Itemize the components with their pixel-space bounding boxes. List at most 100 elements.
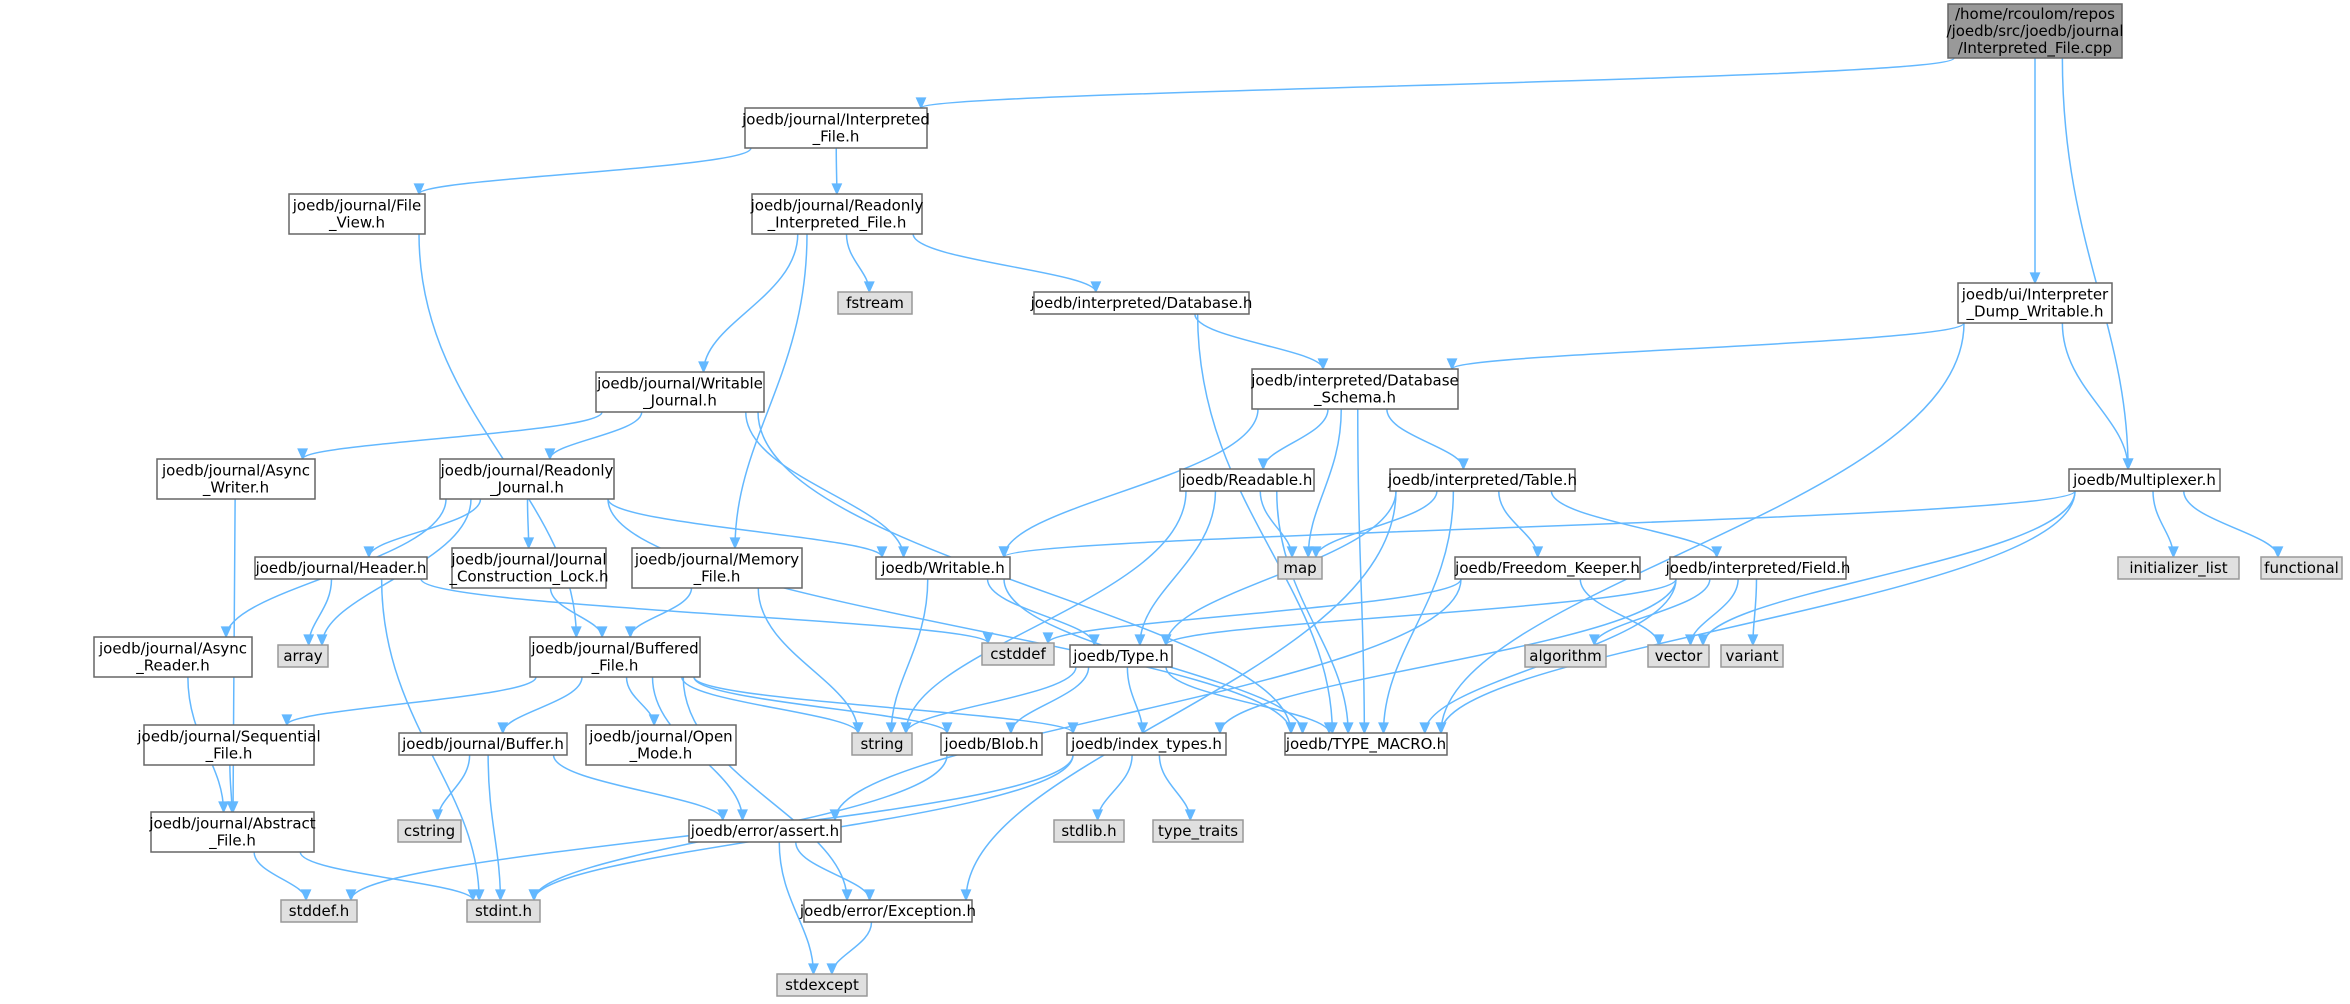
graph-node-writable[interactable]: joedb/Writable.h (875, 556, 1011, 580)
edge-j_ro_interp-to-i_database (912, 233, 1097, 293)
graph-node-j-buffer[interactable]: joedb/journal/Buffer.h (398, 732, 568, 756)
graph-node-j-async-r[interactable]: joedb/journal/Async_Reader.h (93, 636, 253, 678)
graph-node-j-sequential[interactable]: joedb/journal/Sequential_File.h (136, 724, 321, 766)
edge-multiplexer-to-vector (1702, 490, 2076, 646)
node-box (688, 819, 842, 843)
graph-node-assert[interactable]: joedb/error/assert.h (688, 819, 842, 843)
node-label-line: string (860, 735, 903, 753)
edge-i_field-to-index_types (1219, 578, 1677, 734)
graph-node-j-header[interactable]: joedb/journal/Header.h (254, 556, 428, 580)
node-box (451, 547, 607, 589)
edge-arrowhead (941, 722, 953, 735)
node-label-line: algorithm (1529, 647, 1601, 665)
edge-arrowhead (1134, 634, 1146, 647)
graph-node-exception[interactable]: joedb/error/Exception.h (799, 899, 976, 923)
graph-node-j-writable[interactable]: joedb/journal/Writable_Journal.h (595, 371, 765, 413)
graph-node-type[interactable]: joedb/Type.h (1069, 644, 1173, 668)
graph-node-ui-dump[interactable]: joedb/ui/Interpreter_Dump_Writable.h (1957, 282, 2113, 324)
edge-j_buffered-to-index_types (693, 676, 1074, 734)
node-label-line: joedb/journal/Buffered (530, 639, 698, 657)
node-box (277, 644, 329, 668)
node-box (2068, 468, 2221, 492)
edge-i_dbschema-to-i_table (1386, 408, 1465, 470)
graph-node-cstddef: cstddef (981, 642, 1055, 666)
edge-arrowhead (1532, 546, 1544, 559)
graph-node-stdint: stdint.h (466, 899, 541, 923)
node-label-line: joedb/journal/File (292, 196, 421, 214)
edge-j_buffer-to-assert (552, 754, 724, 821)
node-box (1152, 819, 1244, 843)
node-box (751, 193, 923, 235)
edge-arrowhead (1711, 546, 1723, 559)
node-label-line: joedb/TYPE_MACRO.h (1285, 735, 1446, 754)
edge-arrowhead (1435, 722, 1447, 735)
graph-node-j-open[interactable]: joedb/journal/Open_Mode.h (585, 724, 737, 766)
graph-node-string: string (851, 732, 913, 756)
edge-root-to-j_interp (920, 57, 1955, 109)
edge-arrowhead (226, 801, 238, 814)
edge-freedom-to-assert (834, 578, 1462, 821)
graph-node-j-ro-interp[interactable]: joedb/journal/Readonly_Interpreted_File.… (750, 193, 924, 235)
graph-node-i-dbschema[interactable]: joedb/interpreted/Database_Schema.h (1250, 368, 1459, 410)
edge-arrowhead (1090, 281, 1102, 294)
node-box (1957, 282, 2113, 324)
node-box (398, 732, 568, 756)
edge-freedom-to-cstddef (1047, 578, 1462, 644)
graph-node-i-table[interactable]: joedb/interpreted/Table.h (1387, 468, 1577, 492)
graph-node-root: /home/rcoulom/repos/joedb/src/joedb/jour… (1947, 3, 2123, 59)
node-label-line: _View.h (328, 213, 385, 232)
edge-ui_dump-to-i_dbschema (1451, 322, 1965, 370)
edge-arrowhead (316, 634, 328, 647)
edge-arrowhead (885, 722, 897, 735)
graph-node-j-interp[interactable]: joedb/journal/Interpreted_File.h (741, 107, 930, 149)
edge-j_ro_journal-to-j_header (368, 498, 482, 558)
node-label-line: _File.h (812, 127, 860, 146)
edge-arrowhead (497, 722, 509, 735)
node-label-line: _Schema.h (1313, 388, 1396, 407)
edge-j_interp-to-j_fileview (418, 147, 752, 195)
graph-node-j-memory[interactable]: joedb/journal/Memory_File.h (631, 547, 803, 589)
node-label-line: joedb/journal/Abstract (148, 814, 315, 832)
edge-type-to-type_macro (1165, 666, 1330, 734)
graph-node-freedom[interactable]: joedb/Freedom_Keeper.h (1454, 556, 1641, 580)
graph-node-j-jcl[interactable]: joedb/journal/Journal_Construction_Lock.… (449, 547, 609, 589)
node-label-line: type_traits (1158, 822, 1238, 841)
edge-j_ro_journal-to-writable (607, 498, 883, 558)
node-box (803, 899, 973, 923)
edge-arrowhead (300, 889, 312, 902)
graph-node-vector: vector (1647, 644, 1710, 668)
node-box (631, 547, 803, 589)
node-label-line: array (283, 647, 322, 665)
node-box (397, 819, 462, 843)
graph-node-j-fileview[interactable]: joedb/journal/File_View.h (288, 193, 426, 235)
graph-node-j-ro-journal[interactable]: joedb/journal/Readonly_Journal.h (439, 458, 615, 500)
graph-node-multiplexer[interactable]: joedb/Multiplexer.h (2068, 468, 2221, 492)
graph-node-i-field[interactable]: joedb/interpreted/Field.h (1665, 556, 1851, 580)
edge-arrowhead (852, 722, 864, 735)
graph-node-i-database[interactable]: joedb/interpreted/Database.h (1030, 291, 1253, 315)
edge-j_buffered-to-j_sequential (286, 676, 537, 726)
node-label-line: variant (1726, 647, 1779, 665)
graph-node-j-abstract[interactable]: joedb/journal/Abstract_File.h (148, 811, 316, 853)
edge-arrowhead (413, 183, 425, 196)
graph-node-blob[interactable]: joedb/Blob.h (940, 732, 1043, 756)
graph-node-readable[interactable]: joedb/Readable.h (1179, 468, 1315, 492)
edge-index_types-to-stdlib (1096, 754, 1133, 821)
graph-node-j-buffered[interactable]: joedb/journal/Buffered_File.h (529, 636, 701, 678)
node-label-line: _Mode.h (629, 744, 693, 763)
node-label-line: initializer_list (2129, 559, 2227, 578)
node-box (529, 636, 701, 678)
node-label-line: _File.h (205, 744, 253, 763)
node-label-line: joedb/interpreted/Field.h (1665, 559, 1851, 577)
node-label-line: joedb/Readable.h (1181, 471, 1313, 489)
graph-node-j-async-w[interactable]: joedb/journal/Async_Writer.h (156, 458, 316, 500)
graph-node-type-macro[interactable]: joedb/TYPE_MACRO.h (1284, 732, 1448, 756)
node-box (1033, 291, 1250, 315)
edge-i_database-to-type_macro (1196, 313, 1334, 734)
graph-node-index-types[interactable]: joedb/index_types.h (1066, 732, 1227, 756)
edge-arrowhead (345, 889, 357, 902)
node-box (744, 107, 928, 149)
edge-root-to-multiplexer (2061, 57, 2129, 470)
graph-node-fstream: fstream (837, 291, 913, 315)
edge-arrowhead (528, 889, 540, 902)
